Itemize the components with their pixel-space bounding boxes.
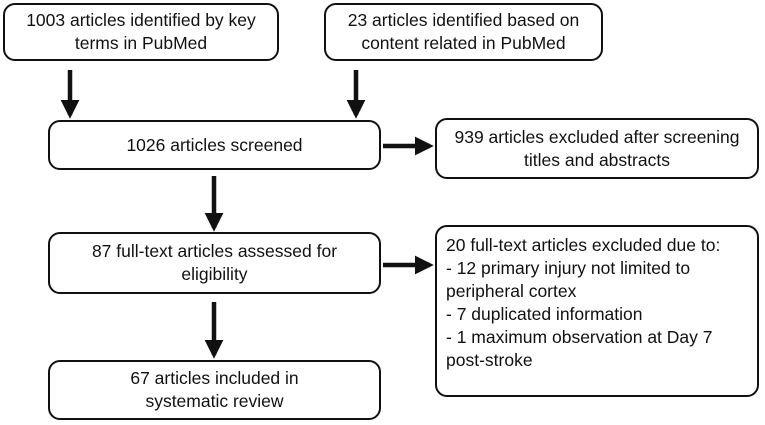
box-line: peripheral cortex (446, 281, 577, 301)
box-excluded-screening: 939 articles excluded after screening ti… (435, 118, 759, 179)
box-line: titles and abstracts (524, 149, 670, 170)
box-line: - 1 maximum observation at Day 7 (446, 327, 713, 347)
box-screened: 1026 articles screened (48, 120, 381, 170)
box-line: - 7 duplicated information (446, 304, 643, 324)
box-line: terms in PubMed (74, 33, 208, 53)
box-line: post-stroke (446, 350, 533, 370)
box-line: 23 articles identified based on (347, 10, 580, 30)
box-pubmed-related: 23 articles identified based on content … (324, 3, 603, 61)
box-line: systematic review (145, 391, 284, 411)
box-full-text-excluded: 20 full-text articles excluded due to: -… (435, 225, 759, 397)
box-line: 1026 articles screened (126, 134, 303, 155)
box-line: 87 full-text articles assessed for (91, 241, 338, 261)
box-line: 1003 articles identified by key (26, 10, 256, 30)
box-line: 67 articles included in (130, 368, 299, 388)
box-included: 67 articles included in systematic revie… (48, 360, 381, 420)
box-full-text-assessed: 87 full-text articles assessed for eligi… (48, 232, 381, 294)
box-line: content related in PubMed (361, 33, 566, 53)
box-line: 939 articles excluded after screening (454, 126, 740, 147)
box-line: - 12 primary injury not limited to (446, 258, 691, 278)
box-line: eligibility (181, 264, 248, 284)
box-pubmed-key-terms: 1003 articles identified by key terms in… (3, 3, 279, 61)
box-line: 20 full-text articles excluded due to: (446, 235, 721, 255)
